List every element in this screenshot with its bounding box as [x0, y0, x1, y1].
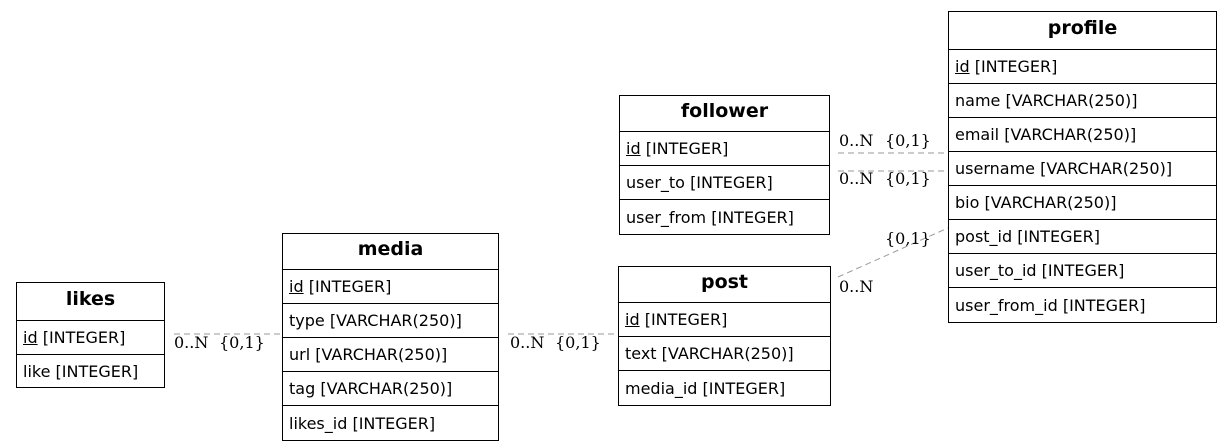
field-type: [INTEGER] [308, 277, 392, 296]
field-row[interactable]: type [VARCHAR(250)] [283, 304, 498, 338]
field-row[interactable]: id [INTEGER] [619, 303, 830, 337]
field-type: [INTEGER] [1017, 227, 1100, 246]
field-name: media_id [625, 378, 698, 398]
field-row[interactable]: media_id [INTEGER] [619, 371, 830, 405]
field-name: user_to [626, 173, 685, 192]
field-row[interactable]: like [INTEGER] [17, 355, 164, 387]
field-type: [INTEGER] [974, 57, 1058, 76]
field-name: email [955, 125, 1000, 144]
field-type: [INTEGER] [55, 361, 139, 381]
field-name: text [625, 344, 657, 363]
field-type: [INTEGER] [644, 310, 728, 329]
entity-media[interactable]: media id [INTEGER] type [VARCHAR(250)] u… [282, 233, 499, 441]
field-name: post_id [955, 227, 1013, 246]
field-type: [INTEGER] [702, 378, 786, 398]
field-row[interactable]: user_from [INTEGER] [620, 200, 829, 234]
entity-post[interactable]: post id [INTEGER] text [VARCHAR(250)] me… [618, 266, 831, 406]
field-row[interactable]: tag [VARCHAR(250)] [283, 372, 498, 406]
entity-title: media [283, 234, 498, 270]
field-row[interactable]: post_id [INTEGER] [949, 220, 1216, 254]
entity-likes[interactable]: likes id [INTEGER] like [INTEGER] [16, 282, 165, 388]
field-name: bio [955, 193, 980, 212]
entity-title: profile [949, 12, 1216, 50]
field-row[interactable]: text [VARCHAR(250)] [619, 337, 830, 371]
field-name: user_from_id [955, 295, 1058, 315]
entity-profile[interactable]: profile id [INTEGER] name [VARCHAR(250)]… [948, 11, 1217, 323]
field-row[interactable]: name [VARCHAR(250)] [949, 84, 1216, 118]
field-type: [VARCHAR(250)] [661, 344, 794, 363]
cardinality-label: {0,1} [885, 229, 931, 248]
field-row[interactable]: likes_id [INTEGER] [283, 406, 498, 440]
field-row[interactable]: user_to_id [INTEGER] [949, 254, 1216, 288]
field-row[interactable]: email [VARCHAR(250)] [949, 118, 1216, 152]
cardinality-label: {0,1} [219, 333, 265, 352]
field-name: user_from [626, 207, 707, 227]
field-type: [VARCHAR(250)] [315, 345, 448, 364]
cardinality-label: 0..N [839, 169, 874, 188]
field-row[interactable]: id [INTEGER] [949, 50, 1216, 84]
entity-title: likes [17, 283, 164, 321]
field-type: [VARCHAR(250)] [1004, 125, 1137, 144]
field-type: [VARCHAR(250)] [1005, 91, 1138, 110]
relation-line-post-profile [837, 227, 949, 278]
field-type: [INTEGER] [645, 139, 729, 158]
field-row[interactable]: id [INTEGER] [17, 321, 164, 355]
field-type: [INTEGER] [42, 328, 126, 347]
field-row[interactable]: id [INTEGER] [283, 270, 498, 304]
field-name: id [23, 328, 38, 347]
field-name: type [289, 311, 325, 330]
field-row[interactable]: id [INTEGER] [620, 132, 829, 166]
entity-title: post [619, 267, 830, 303]
field-name: username [955, 159, 1035, 178]
field-type: [INTEGER] [1062, 295, 1146, 315]
field-row[interactable]: user_to [INTEGER] [620, 166, 829, 200]
cardinality-label: 0..N [174, 333, 209, 352]
field-row[interactable]: bio [VARCHAR(250)] [949, 186, 1216, 220]
field-type: [VARCHAR(250)] [320, 379, 453, 398]
field-name: id [626, 139, 641, 158]
field-name: name [955, 91, 1001, 110]
cardinality-label: 0..N [839, 131, 874, 150]
field-name: id [955, 57, 970, 76]
field-name: likes_id [289, 413, 348, 433]
field-type: [VARCHAR(250)] [984, 193, 1117, 212]
field-name: user_to_id [955, 261, 1037, 280]
field-type: [VARCHAR(250)] [1040, 159, 1173, 178]
field-name: tag [289, 379, 316, 398]
field-name: id [289, 277, 304, 296]
cardinality-label: {0,1} [555, 333, 601, 352]
cardinality-label: 0..N [839, 277, 874, 296]
field-type: [INTEGER] [1041, 261, 1125, 280]
field-type: [INTEGER] [352, 413, 436, 433]
cardinality-label: 0..N [510, 333, 545, 352]
cardinality-label: {0,1} [885, 169, 931, 188]
entity-follower[interactable]: follower id [INTEGER] user_to [INTEGER] … [619, 95, 830, 235]
field-type: [VARCHAR(250)] [329, 311, 462, 330]
field-type: [INTEGER] [690, 173, 773, 192]
field-name: id [625, 310, 640, 329]
field-row[interactable]: user_from_id [INTEGER] [949, 288, 1216, 322]
field-type: [INTEGER] [711, 207, 794, 227]
cardinality-label: {0,1} [885, 131, 931, 150]
field-row[interactable]: username [VARCHAR(250)] [949, 152, 1216, 186]
field-name: url [289, 345, 311, 364]
field-row[interactable]: url [VARCHAR(250)] [283, 338, 498, 372]
field-name: like [23, 361, 51, 381]
entity-title: follower [620, 96, 829, 132]
